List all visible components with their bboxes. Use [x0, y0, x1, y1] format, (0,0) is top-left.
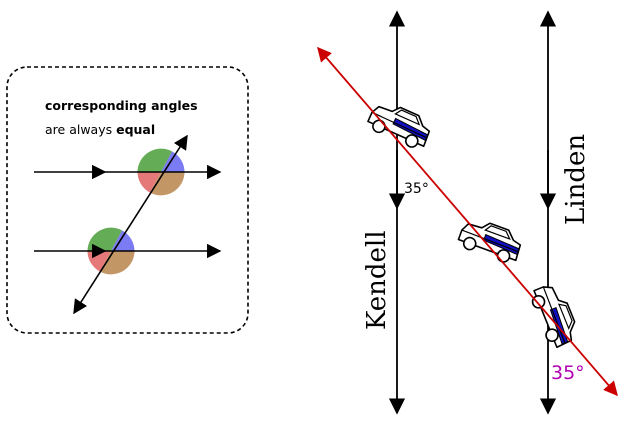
- legend-panel: corresponding angles are always equal: [6, 66, 249, 334]
- legend-subtitle: are always equal: [45, 122, 155, 137]
- car-icon: [455, 214, 526, 267]
- transversal-road: [317, 46, 618, 397]
- legend-box-border: [6, 66, 249, 334]
- street-label-kendell: Kendell: [362, 230, 392, 330]
- car-icon: [527, 280, 582, 351]
- legend-transversal: [73, 134, 188, 315]
- angle-label-bottom: 35°: [551, 362, 585, 384]
- street-diagram: 35° 35° Kendell Linden: [317, 10, 618, 415]
- street-label-linden: Linden: [561, 134, 591, 225]
- legend-line2-prefix: are always: [45, 122, 116, 137]
- legend-line1-bold: corresponding angles: [45, 98, 198, 113]
- legend-line2-bold: equal: [116, 122, 155, 137]
- legend-title: corresponding angles: [45, 98, 198, 113]
- angle-label-top: 35°: [404, 181, 429, 197]
